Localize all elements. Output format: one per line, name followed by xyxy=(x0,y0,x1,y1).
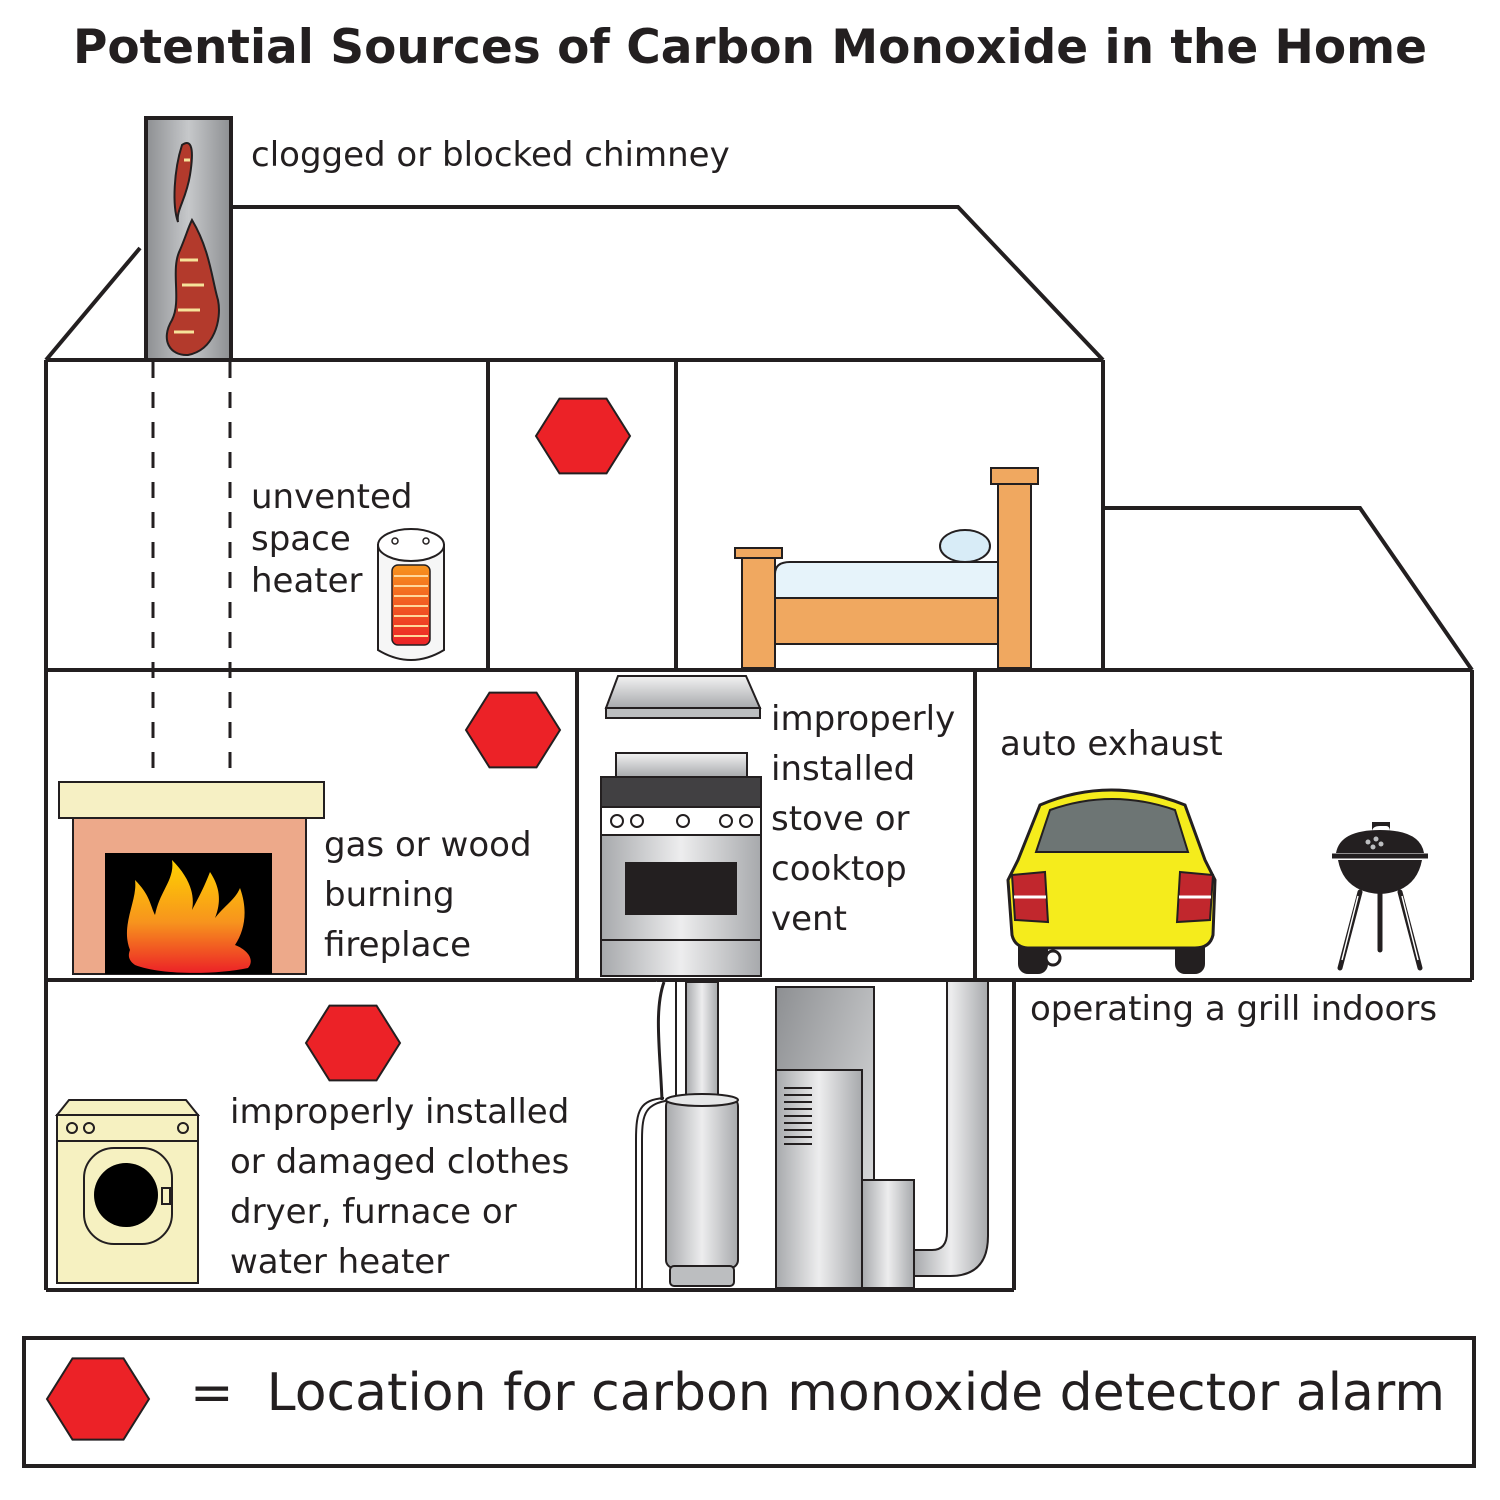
label-chimney: clogged or blocked chimney xyxy=(251,135,730,175)
label-stove: improperly installed stove or cooktop ve… xyxy=(771,699,956,939)
legend-alarm-icon xyxy=(45,1357,151,1441)
garage-roof xyxy=(1103,506,1474,672)
stove-icon xyxy=(600,752,762,977)
legend-label: Location for carbon monoxide detector al… xyxy=(266,1363,1446,1423)
space-heater-icon xyxy=(377,528,445,661)
label-fireplace: gas or wood burning fireplace xyxy=(324,825,532,965)
clothes-dryer-icon xyxy=(54,1099,201,1284)
fireplace-icon xyxy=(58,781,325,975)
roof-right-edge xyxy=(230,205,1105,362)
legend-box xyxy=(22,1336,1476,1468)
label-auto-exhaust: auto exhaust xyxy=(1000,724,1223,764)
bed-icon xyxy=(734,467,1039,669)
grill-icon xyxy=(1332,822,1428,971)
label-grill: operating a grill indoors xyxy=(1030,989,1438,1029)
flue-dashed-lines xyxy=(151,362,232,780)
co-alarm-marker-basement xyxy=(304,1004,402,1082)
range-hood-icon xyxy=(604,675,762,719)
roof-left-edge xyxy=(44,246,142,362)
legend-text: = Location for carbon monoxide detector … xyxy=(190,1358,1445,1428)
co-alarm-marker-upper xyxy=(534,397,632,475)
legend-equals: = xyxy=(190,1363,234,1423)
furnace-icon xyxy=(775,982,989,1289)
water-heater-icon xyxy=(635,981,739,1290)
co-alarm-marker-main xyxy=(464,691,562,769)
label-space-heater: unvented space heater xyxy=(251,477,413,601)
page-title: Potential Sources of Carbon Monoxide in … xyxy=(72,20,1428,75)
car-icon xyxy=(1006,788,1217,974)
chimney-icon xyxy=(144,116,233,362)
label-basement-appliances: improperly installed or damaged clothes … xyxy=(230,1092,570,1282)
